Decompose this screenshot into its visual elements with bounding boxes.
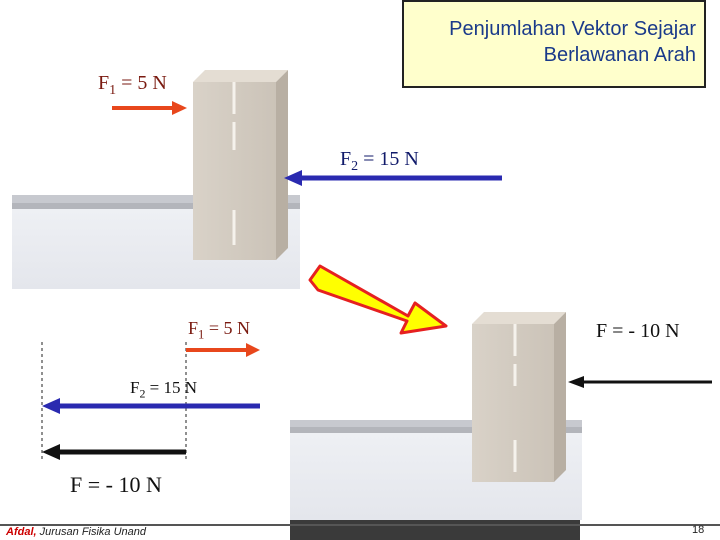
diagram-f-label: F = - 10 N bbox=[70, 472, 162, 497]
result-f-arrow bbox=[568, 376, 712, 388]
transition-arrow bbox=[308, 264, 448, 335]
footer-affiliation: Jurusan Fisika Unand bbox=[39, 526, 147, 538]
result-block bbox=[472, 312, 566, 482]
diagram-f1-arrow bbox=[186, 343, 260, 357]
footer-author: Afdal, bbox=[6, 526, 37, 538]
diagram-f2-label: F2 = 15 N bbox=[130, 378, 198, 401]
title-line-1: Penjumlahan Vektor Sejajar bbox=[449, 18, 696, 40]
footer-divider bbox=[0, 524, 720, 526]
slide-title: Penjumlahan Vektor Sejajar Berlawanan Ar… bbox=[402, 0, 706, 88]
result-f-label: F = - 10 N bbox=[596, 320, 680, 342]
page-number: 18 bbox=[692, 524, 705, 536]
title-line-2: Berlawanan Arah bbox=[543, 44, 696, 66]
diagram-f-arrow bbox=[42, 444, 186, 460]
vector-diagram bbox=[41, 342, 260, 462]
diagram-f2-arrow bbox=[42, 398, 260, 414]
top-f2-label: F2 = 15 N bbox=[340, 148, 419, 174]
top-block bbox=[193, 70, 288, 260]
diagram-f1-label: F1 = 5 N bbox=[188, 318, 250, 342]
top-f1-label: F1 = 5 N bbox=[98, 72, 167, 98]
top-f1-arrow bbox=[112, 101, 187, 115]
top-f2-arrow bbox=[284, 170, 502, 186]
footer-credit: Afdal, Jurusan Fisika Unand bbox=[6, 526, 146, 538]
footer-bar bbox=[290, 520, 580, 540]
